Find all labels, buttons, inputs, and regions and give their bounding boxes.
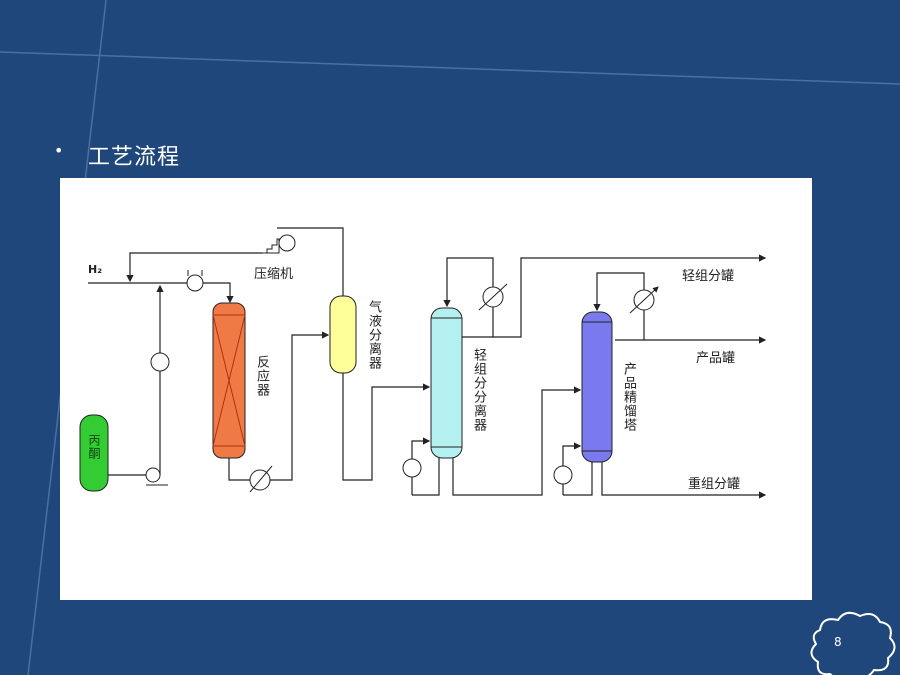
compressor-label: 压缩机 (254, 267, 294, 282)
light-separator-label: 轻组分分离器 (471, 348, 486, 432)
slide-title: 工艺流程 (88, 145, 181, 170)
acetone-tank (79, 414, 109, 492)
h2-feed-line (88, 282, 234, 304)
cooler-icon (150, 352, 170, 372)
col2-reboiler-icon (553, 465, 573, 485)
recycle-line (126, 252, 262, 283)
product-column-label: 产品精馏塔 (621, 362, 636, 432)
reactor-label: 反应器 (254, 355, 269, 397)
page-number: 8 (834, 635, 842, 649)
compressor-icon (278, 234, 296, 252)
heavy-tank-label: 重组分罐 (688, 477, 741, 492)
cloud-icon (810, 611, 896, 675)
col1-bottom-line (452, 386, 582, 496)
heavy-line (601, 462, 767, 499)
col1-reboiler-icon (402, 458, 422, 478)
separator-liquid-line (342, 373, 431, 481)
product-tank-label: 产品罐 (696, 351, 736, 366)
light-separator-column (430, 307, 463, 459)
bullet: • (54, 141, 64, 160)
heater-icon (186, 274, 204, 292)
separator-label: 气液分离器 (366, 300, 381, 370)
pump-icon (145, 467, 161, 483)
separator-gas-line (277, 227, 344, 297)
acetone-label: 丙酮 (87, 434, 101, 460)
col1-overhead-line (462, 254, 767, 338)
product-column (581, 311, 613, 463)
light-tank-label: 轻组分罐 (682, 269, 735, 284)
h2-label: H₂ (88, 263, 103, 276)
reactor-outlet-line (228, 335, 328, 481)
gas-liquid-separator (329, 295, 357, 374)
